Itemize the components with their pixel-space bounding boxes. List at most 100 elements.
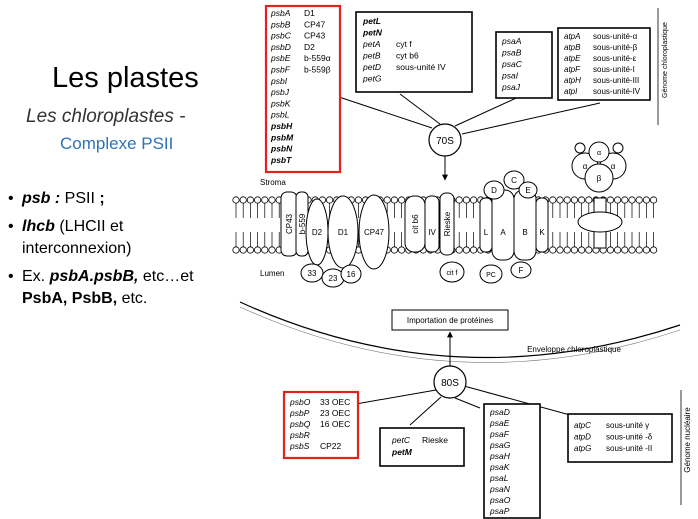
gene-name: petA — [362, 39, 381, 49]
oec-16-label: 16 — [347, 270, 356, 279]
atp-ring — [577, 211, 623, 233]
import-box — [391, 309, 509, 331]
gene-name: psaG — [489, 440, 511, 450]
cp47-subunit — [358, 194, 390, 270]
gene-name: atpD — [574, 433, 591, 442]
gene-name: psbD — [270, 42, 291, 52]
psi-f-label: F — [519, 266, 524, 275]
gene-name: petD — [362, 62, 381, 72]
gene-product: CP47 — [304, 19, 326, 29]
gene-name: atpA — [564, 32, 580, 41]
gene-product: b-559α — [304, 53, 331, 63]
slide-subtitle-2: Complexe PSII — [60, 134, 174, 153]
gene-name: psbO — [289, 397, 311, 407]
membrane-label: CP43 — [285, 213, 294, 234]
atp-greek-2: α — [611, 162, 616, 171]
gene-name: psaF — [489, 429, 510, 439]
gene-name: psaO — [489, 495, 511, 505]
gene-name: psaC — [501, 59, 523, 69]
psa-nuc-box — [483, 403, 541, 519]
gene-product: sous-unité IV — [396, 62, 446, 72]
gene-product: sous-unité-α — [593, 32, 638, 41]
plastocyanin — [479, 264, 503, 284]
membrane-label: Rieske — [443, 211, 452, 236]
gene-name: petL — [362, 16, 381, 26]
gene-name: psaB — [501, 48, 522, 58]
gene-name: petM — [391, 447, 413, 457]
atp-greek-4: α — [597, 150, 601, 157]
cyt-f-label: cit f — [447, 270, 458, 277]
membrane-label: B — [522, 228, 527, 237]
bullet-lhcb: lhcb (LHCII et interconnexion) — [6, 216, 231, 260]
psii-complex — [280, 191, 390, 288]
stroma-label: Stroma — [260, 178, 286, 187]
gene-product: b-559β — [304, 65, 331, 75]
gene-name: psbL — [270, 110, 290, 120]
oec-33-label: 33 — [308, 269, 317, 278]
atp-alpha-3 — [588, 141, 610, 163]
bullet-psb: psb : PSII ; — [6, 188, 231, 210]
atp-chloro-box — [557, 27, 651, 101]
rieske-subunit — [439, 192, 455, 256]
gene-name: psaL — [489, 473, 509, 483]
gene-name: psaJ — [501, 82, 521, 92]
gene-name: psaP — [489, 506, 510, 516]
psi-c — [503, 170, 525, 190]
psi-e-label: E — [525, 186, 530, 195]
psi-d-label: D — [491, 186, 497, 195]
membrane-label: cit b6 — [411, 214, 420, 234]
slide-title: Les plastes — [52, 62, 199, 94]
gene-name: psbC — [270, 31, 292, 41]
gene-name: atpH — [564, 76, 581, 85]
genome-nuc-label: Génome nucléaire — [683, 407, 692, 473]
gene-name: atpI — [564, 87, 578, 96]
gene-product: 16 OEC — [320, 419, 350, 429]
pet-nuc-box — [379, 427, 465, 467]
gene-name: psaA — [501, 36, 522, 46]
gene-name: atpB — [564, 43, 581, 52]
gene-name: psbE — [270, 53, 291, 63]
oec-16 — [340, 264, 362, 284]
psi-d — [483, 180, 505, 200]
psb-chloro-box — [264, 4, 342, 174]
psi-c-label: C — [511, 176, 517, 185]
gene-product: sous-unité γ — [606, 421, 649, 430]
bullet-example: Ex. psbA.psbB, etc…et PsbA, PsbB, etc. — [6, 266, 231, 310]
gene-name: psbI — [270, 76, 288, 86]
gene-name: psbN — [270, 144, 293, 154]
ribosome-80s-label: 80S — [441, 378, 459, 389]
membrane-label: b-559 — [298, 213, 307, 234]
psi-complex — [479, 170, 549, 284]
psi-k — [535, 197, 549, 253]
gene-name: psbK — [270, 98, 291, 108]
cytb6f-complex — [404, 192, 465, 283]
gene-name: petN — [362, 28, 383, 38]
gene-product: D1 — [304, 8, 315, 18]
gene-product: sous-unité-ε — [593, 54, 637, 63]
gene-product: D2 — [304, 42, 315, 52]
lumen-label: Lumen — [260, 269, 284, 278]
gene-name: psaH — [489, 451, 511, 461]
gene-name: atpC — [574, 421, 591, 430]
psi-a — [491, 189, 515, 261]
psi-e — [518, 181, 538, 199]
gene-name: psbR — [289, 430, 310, 440]
gene-name: psbA — [270, 8, 291, 18]
gene-name: psbT — [270, 155, 292, 165]
atp-greek-1: α — [583, 162, 588, 171]
import-label: Importation de protéines — [407, 316, 493, 325]
gene-name: atpF — [564, 65, 581, 74]
cyt-f-subunit — [439, 261, 465, 283]
gene-name: psbF — [270, 65, 291, 75]
gene-product: cyt f — [396, 39, 412, 49]
gene-product: sous-unité -δ — [606, 433, 653, 442]
gene-name: psbB — [270, 19, 291, 29]
psi-l — [479, 197, 493, 253]
psb-nuc-box — [282, 390, 360, 460]
gene-name: atpG — [574, 444, 591, 453]
gene-product: 23 OEC — [320, 408, 350, 418]
atp-greek-3: β — [597, 174, 602, 183]
